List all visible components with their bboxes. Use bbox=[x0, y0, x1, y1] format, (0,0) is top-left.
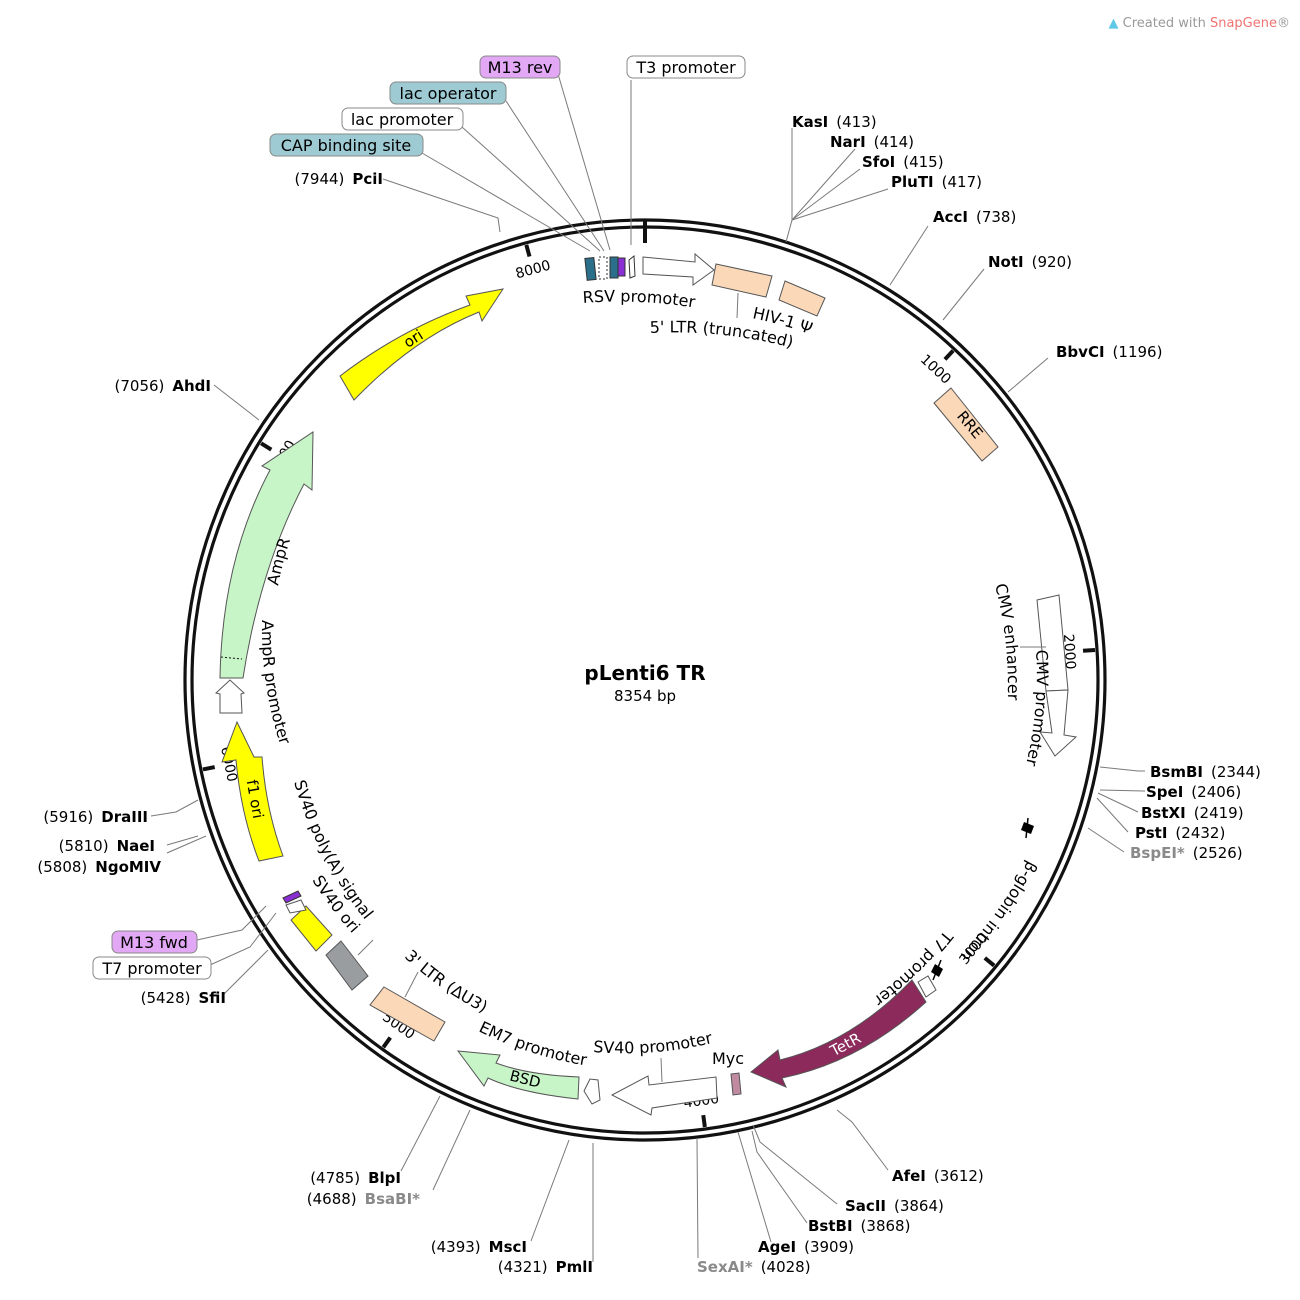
box-t7-promoter-outer bbox=[92, 956, 212, 980]
enzyme-psti: PstI(2432) bbox=[1135, 824, 1225, 842]
feature-t7-promoter-inner bbox=[917, 975, 937, 998]
credit-brand: SnapGene bbox=[1209, 16, 1277, 31]
enzyme-blpi: (4785)BlpI bbox=[310, 1169, 401, 1187]
feature-f1-ori bbox=[221, 720, 284, 862]
feature-cap-binding-site bbox=[584, 256, 597, 281]
label-t3-promoter: T3 promoter bbox=[635, 58, 736, 77]
svg-text:CMV promoter: CMV promoter bbox=[1022, 649, 1052, 768]
enzyme-spei: SpeI(2406) bbox=[1146, 783, 1241, 801]
tick-mark bbox=[1082, 648, 1096, 653]
feature-sv40-ori bbox=[325, 940, 369, 991]
feature-lac-promoter bbox=[598, 256, 608, 280]
tick-mark bbox=[943, 349, 955, 361]
tick-mark bbox=[381, 1036, 392, 1049]
enzyme-bsmbi: BsmBI(2344) bbox=[1150, 763, 1261, 781]
enzyme-naei: (5810)NaeI bbox=[59, 837, 155, 855]
label-lac-promoter: lac promoter bbox=[351, 110, 454, 129]
label-ampr-promoter: AmpR promoter bbox=[258, 620, 295, 747]
enzyme-pmli: (4321)PmlI bbox=[498, 1258, 593, 1276]
tick-mark bbox=[260, 441, 273, 452]
plasmid-name: pLenti6 TR bbox=[584, 661, 705, 685]
label-t7-promoter-outer: T7 promoter bbox=[101, 959, 202, 978]
feature-m13-fwd bbox=[282, 890, 302, 904]
box-m13-fwd bbox=[111, 930, 198, 954]
enzyme-agei: AgeI(3909) bbox=[758, 1238, 854, 1256]
label-sv40-promoter: SV40 promoter bbox=[593, 1028, 715, 1057]
enzyme-bstxi: BstXI(2419) bbox=[1141, 804, 1244, 822]
tick-mark bbox=[524, 244, 532, 257]
label-cmv-promoter: CMV promoter bbox=[1022, 649, 1052, 768]
feature-sv40-promoter bbox=[610, 1075, 718, 1116]
enzyme-noti: NotI(920) bbox=[988, 253, 1072, 271]
feature-lac-operator bbox=[609, 256, 619, 279]
feature-m13-rev bbox=[617, 257, 626, 277]
label-m13-rev: M13 rev bbox=[488, 58, 553, 77]
tick-label: 8000 bbox=[514, 258, 553, 283]
snapgene-logo-icon: ▲ bbox=[1108, 16, 1119, 31]
label-myc: Myc bbox=[712, 1049, 744, 1068]
feature-5-ltr bbox=[711, 263, 773, 298]
enzyme-sacii: SacII(3864) bbox=[845, 1197, 944, 1215]
enzyme-acci: AccI(738) bbox=[933, 208, 1016, 226]
leader-lines bbox=[150, 73, 1146, 1262]
credit-suffix: ® bbox=[1277, 16, 1290, 31]
feature-bsd bbox=[456, 1050, 580, 1100]
enzyme-bstbi: BstBI(3868) bbox=[808, 1217, 910, 1235]
feature-myc bbox=[730, 1072, 742, 1096]
svg-text:AmpR promoter: AmpR promoter bbox=[258, 620, 295, 747]
label-cap-binding-site: CAP binding site bbox=[281, 136, 411, 155]
plasmid-size: 8354 bp bbox=[614, 687, 676, 705]
enzyme-draiii: (5916)DraIII bbox=[43, 808, 148, 826]
enzyme-afei: AfeI(3612) bbox=[892, 1167, 984, 1185]
feature-3-ltr bbox=[369, 986, 446, 1042]
svg-text:SV40 promoter: SV40 promoter bbox=[593, 1028, 715, 1057]
enzyme-pcii: (7944)PciI bbox=[295, 170, 384, 188]
feature-em7-promoter bbox=[583, 1078, 601, 1105]
scale-ticks: 10002000300040005000600070008000 bbox=[202, 244, 1096, 1128]
svg-text:β-globin intron: β-globin intron bbox=[957, 858, 1041, 965]
feature-tetr bbox=[750, 979, 927, 1088]
box-lac-operator bbox=[389, 81, 507, 105]
tick-mark bbox=[202, 765, 216, 772]
snapgene-credit: ▲ Created with SnapGene® bbox=[1109, 16, 1290, 31]
enzyme-kasi: KasI(413) bbox=[792, 113, 877, 131]
enzyme-ahdi: (7056)AhdI bbox=[115, 377, 212, 395]
enzyme-pluti: PluTI(417) bbox=[891, 173, 982, 191]
feature-hiv-1-psi bbox=[778, 280, 826, 317]
enzyme-bbvci: BbvCI(1196) bbox=[1056, 343, 1162, 361]
feature-t3-promoter bbox=[628, 254, 636, 279]
tick-mark bbox=[701, 1114, 707, 1128]
feature-cmv-promoter bbox=[1039, 689, 1078, 757]
label-beta-globin-intron: β-globin intron bbox=[957, 858, 1041, 965]
feature-rre bbox=[933, 387, 999, 462]
box-m13-rev bbox=[479, 55, 561, 79]
enzyme-sfoi: SfoI(415) bbox=[862, 153, 944, 171]
label-cmv-enhancer: CMV enhancer bbox=[991, 581, 1023, 701]
label-m13-fwd: M13 fwd bbox=[120, 933, 188, 952]
svg-text:CMV enhancer: CMV enhancer bbox=[991, 581, 1023, 701]
credit-prefix: Created with bbox=[1122, 16, 1210, 31]
label-rsv-promoter: RSV promoter bbox=[582, 287, 697, 312]
feature-sv40-polya bbox=[290, 905, 333, 952]
enzyme-bspei: BspEI*(2526) bbox=[1130, 844, 1243, 862]
svg-text:RSV promoter: RSV promoter bbox=[582, 287, 697, 312]
box-lac-promoter bbox=[341, 107, 464, 131]
feature-ampr-promoter bbox=[214, 679, 245, 714]
box-t3-promoter bbox=[626, 55, 746, 79]
label-bsd: BSD bbox=[508, 1067, 543, 1092]
label-lac-operator: lac operator bbox=[400, 84, 497, 103]
feature-ori bbox=[339, 288, 505, 401]
enzyme-ngomiv: (5808)NgoMIV bbox=[37, 858, 161, 876]
enzyme-sexai: SexAI*(4028) bbox=[697, 1258, 811, 1276]
enzyme-sfii: (5428)SfiI bbox=[141, 989, 226, 1007]
feature-t7-promoter-outer bbox=[285, 899, 307, 914]
feature-ampr bbox=[219, 431, 314, 679]
tick-mark bbox=[983, 956, 996, 968]
enzyme-nari: NarI(414) bbox=[830, 133, 914, 151]
box-cap-binding-site bbox=[269, 133, 424, 157]
enzyme-bsabi: (4688)BsaBI* bbox=[307, 1190, 420, 1208]
enzyme-msci: (4393)MscI bbox=[431, 1238, 527, 1256]
feature-rsv-promoter bbox=[642, 252, 715, 286]
